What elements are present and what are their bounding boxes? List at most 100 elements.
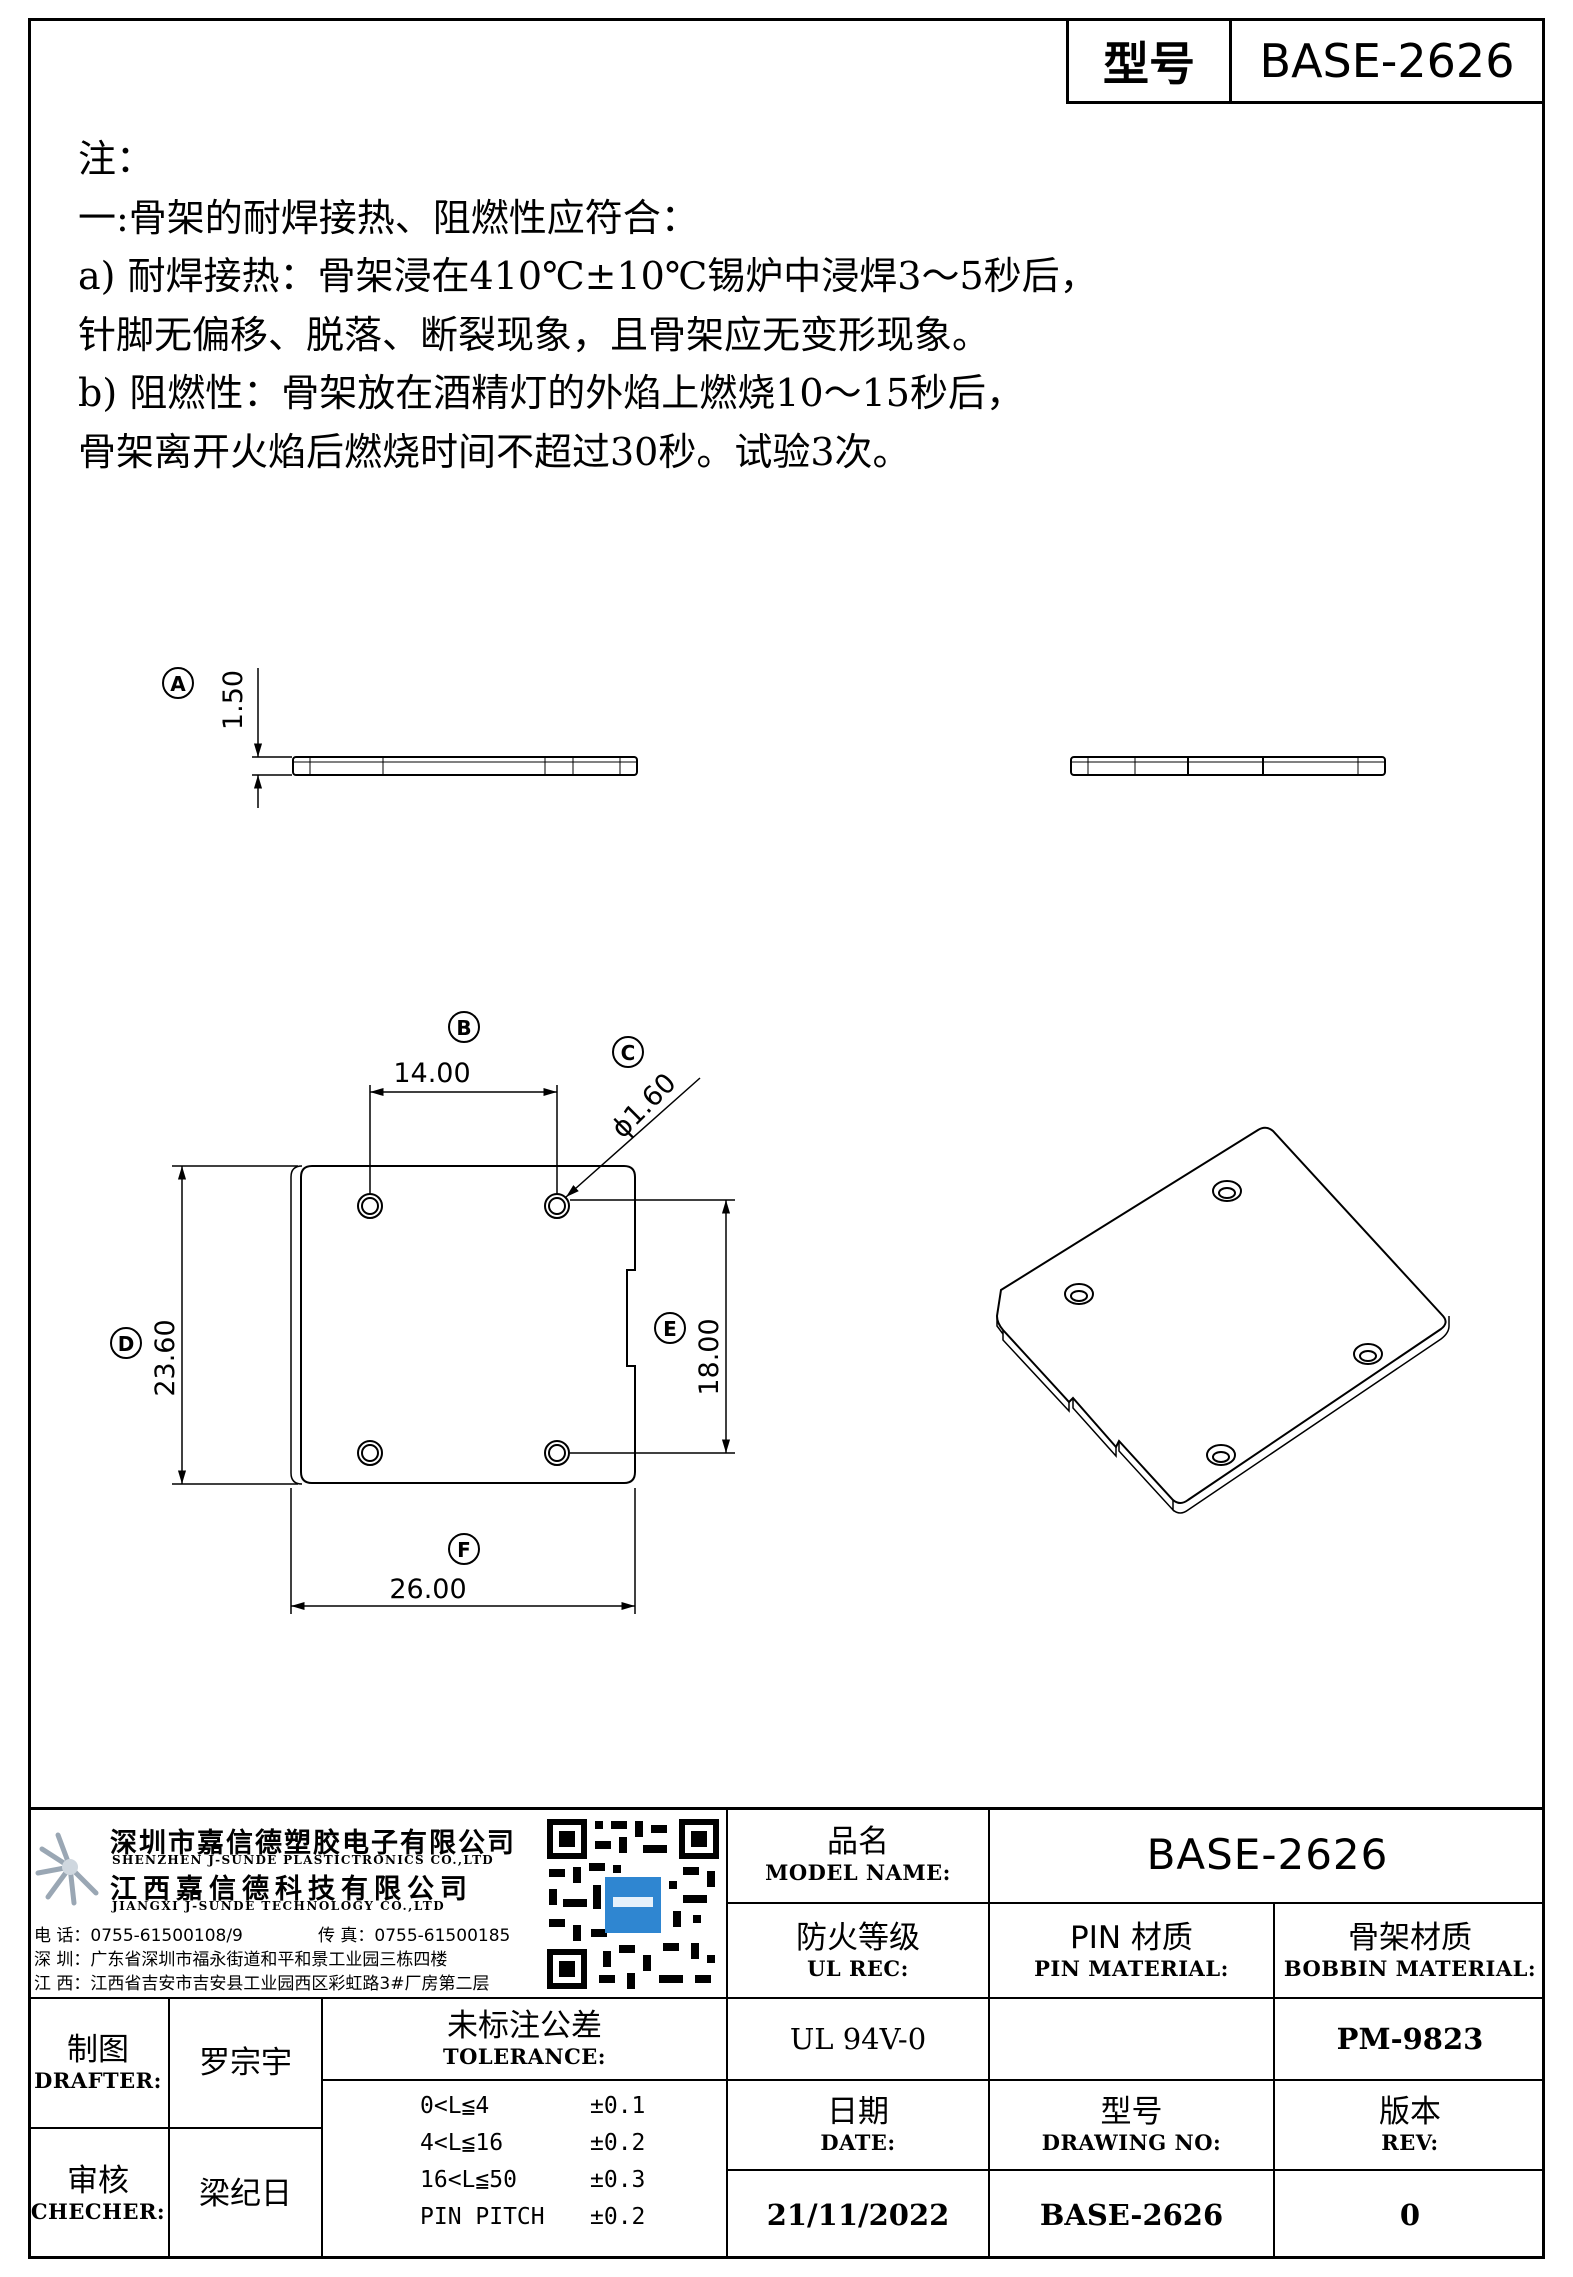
dimension-a-tag: A — [170, 672, 186, 696]
tolerance-label: 未标注公差 — [447, 2008, 602, 2044]
grid-line — [321, 1997, 323, 2259]
tolerance-value: ±0.2 — [590, 2130, 646, 2156]
notes-block: 注： 一:骨架的耐焊接热、阻燃性应符合： a) 耐焊接热：骨架浸在410℃±10… — [78, 130, 1098, 481]
checker-value-cell: 梁纪日 — [170, 2129, 321, 2259]
tolerance-value: ±0.1 — [590, 2093, 646, 2119]
rev-value-cell: 0 — [1275, 2171, 1545, 2259]
company-phone: 电 话：0755-61500108/9 — [34, 1926, 243, 1946]
tolerance-value: ±0.3 — [590, 2167, 646, 2193]
tolerance-range: PIN PITCH — [420, 2204, 545, 2230]
dimension-b-tag: B — [456, 1016, 471, 1040]
tolerance-row: 0<L≦4 ±0.1 — [420, 2093, 645, 2119]
tolerance-label-cell: 未标注公差 TOLERANCE: — [323, 1999, 726, 2079]
drawing-no-label: 型号 — [1100, 2094, 1163, 2130]
tolerance-label-en: TOLERANCE: — [442, 2044, 607, 2069]
grid-line — [28, 2127, 321, 2129]
dimension-c — [565, 1036, 701, 1198]
company-name-shenzhen: 深圳市嘉信德塑胶电子有限公司 — [110, 1828, 516, 1859]
dimension-b-value: 14.00 — [393, 1058, 470, 1089]
company-info: 深圳市嘉信德塑胶电子有限公司 SHENZHEN J-SUNDE PLASTICT… — [28, 1807, 726, 1997]
drafter-label: 制图 — [67, 2032, 129, 2068]
grid-line — [321, 2079, 726, 2081]
side-view-right — [1070, 756, 1386, 776]
tolerance-row: PIN PITCH ±0.2 — [420, 2204, 645, 2230]
note-line: a) 耐焊接热：骨架浸在410℃±10℃锡炉中浸焊3～5秒后， — [78, 254, 1098, 298]
date-label: 日期 — [827, 2094, 889, 2130]
checker-label-cell: 审核 CHECHER: — [28, 2129, 168, 2259]
model-name-label-cell: 品名 MODEL NAME: — [728, 1807, 988, 1902]
rev-label-en: REV: — [1381, 2130, 1439, 2155]
model-name-label-en: MODEL NAME: — [765, 1859, 951, 1885]
drafter-value: 罗宗宇 — [199, 2045, 292, 2081]
company-address-jiangxi: 江 西：江西省吉安市吉安县工业园西区彩虹路3#厂房第二层 — [34, 1974, 490, 1994]
side-view-left — [292, 756, 638, 776]
ul-rec-value: UL 94V-0 — [789, 2022, 927, 2056]
drawing-no-label-en: DRAWING NO: — [1041, 2130, 1222, 2155]
tolerance-row: 16<L≦50 ±0.3 — [420, 2167, 645, 2193]
drafter-label-en: DRAFTER: — [34, 2068, 162, 2093]
note-line: 注： — [78, 137, 155, 181]
grid-line — [168, 1997, 170, 2259]
date-label-cell: 日期 DATE: — [728, 2081, 988, 2169]
title-block: 深圳市嘉信德塑胶电子有限公司 SHENZHEN J-SUNDE PLASTICT… — [28, 1807, 1545, 2259]
dimension-f-tag: F — [457, 1538, 471, 1562]
dimension-e-tag: E — [663, 1317, 677, 1341]
rev-label-cell: 版本 REV: — [1275, 2081, 1545, 2169]
bobbin-material-label-cell: 骨架材质 BOBBIN MATERIAL: — [1275, 1904, 1545, 1997]
pin-material-value-cell — [990, 1999, 1273, 2079]
bobbin-material-value: PM-9823 — [1336, 2022, 1484, 2056]
pin-material-label-cell: PIN 材质 PIN MATERIAL: — [990, 1904, 1273, 1997]
date-value: 21/11/2022 — [766, 2198, 950, 2232]
company-name-jiangxi-en: JIANGXI J-SUNDE TECHNOLOGY CO.,LTD — [112, 1899, 446, 1913]
tolerance-value: ±0.2 — [590, 2204, 646, 2230]
grid-line — [28, 1997, 1545, 1999]
tolerance-range: 0<L≦4 — [420, 2093, 490, 2119]
note-line: 骨架离开火焰后燃烧时间不超过30秒。试验3次。 — [78, 429, 911, 474]
grid-line — [726, 1807, 728, 2259]
dimension-c-tag: C — [621, 1041, 636, 1065]
date-value-cell: 21/11/2022 — [728, 2171, 988, 2259]
top-view — [290, 1165, 636, 1485]
dimension-e-value: 18.00 — [694, 1318, 725, 1395]
bobbin-material-label: 骨架材质 — [1348, 1919, 1472, 1956]
model-header-label: 型号 — [1069, 21, 1232, 101]
tolerance-range: 4<L≦16 — [420, 2130, 504, 2156]
ul-rec-label-cell: 防火等级 UL REC: — [728, 1904, 988, 1997]
bobbin-material-value-cell: PM-9823 — [1275, 1999, 1545, 2079]
model-header-box: 型号 BASE-2626 — [1066, 18, 1545, 104]
date-label-en: DATE: — [820, 2130, 896, 2155]
pin-material-label: PIN 材质 — [1070, 1919, 1193, 1956]
company-logo-icon — [35, 1832, 99, 1906]
dimension-a-value: 1.50 — [218, 670, 249, 730]
rev-value: 0 — [1399, 2198, 1421, 2232]
grid-line — [726, 2169, 1545, 2171]
checker-label: 审核 — [67, 2163, 129, 2199]
pin-material-label-en: PIN MATERIAL: — [1034, 1955, 1229, 1981]
tolerance-row: 4<L≦16 ±0.2 — [420, 2130, 645, 2156]
isometric-view — [995, 1126, 1450, 1514]
dimension-e — [570, 1199, 735, 1454]
note-line: b) 阻燃性：骨架放在酒精灯的外焰上燃烧10～15秒后， — [78, 371, 1024, 415]
dimension-c-value: ϕ1.60 — [605, 1067, 682, 1144]
dimension-d — [110, 1165, 298, 1485]
checker-value: 梁纪日 — [199, 2176, 292, 2212]
dimension-a — [162, 667, 292, 808]
technical-drawing: A 1.50 B 14.00 C ϕ1.60 — [110, 667, 1450, 1614]
drawing-no-value: BASE-2626 — [1039, 2198, 1224, 2232]
rev-label: 版本 — [1379, 2094, 1441, 2130]
company-name-jiangxi: 江西嘉信德科技有限公司 — [110, 1874, 473, 1905]
company-fax: 传 真：0755-61500185 — [318, 1926, 511, 1946]
dimension-b — [369, 1011, 558, 1194]
bobbin-material-label-en: BOBBIN MATERIAL: — [1283, 1955, 1537, 1981]
drafter-value-cell: 罗宗宇 — [170, 1999, 321, 2127]
grid-line — [988, 1807, 990, 2259]
model-name-label: 品名 — [827, 1823, 889, 1860]
note-line: 一:骨架的耐焊接热、阻燃性应符合： — [78, 195, 699, 240]
model-name-value: BASE-2626 — [1146, 1830, 1389, 1879]
company-address-shenzhen: 深 圳：广东省深圳市福永街道和平和景工业园三栋四楼 — [34, 1950, 448, 1970]
dimension-d-value: 23.60 — [150, 1319, 181, 1396]
title-block-border — [28, 1807, 1545, 2259]
grid-line — [726, 2079, 1545, 2081]
ul-rec-label: 防火等级 — [796, 1919, 920, 1956]
company-name-shenzhen-en: SHENZHEN J-SUNDE PLASTICTRONICS CO.,LTD — [112, 1853, 495, 1867]
